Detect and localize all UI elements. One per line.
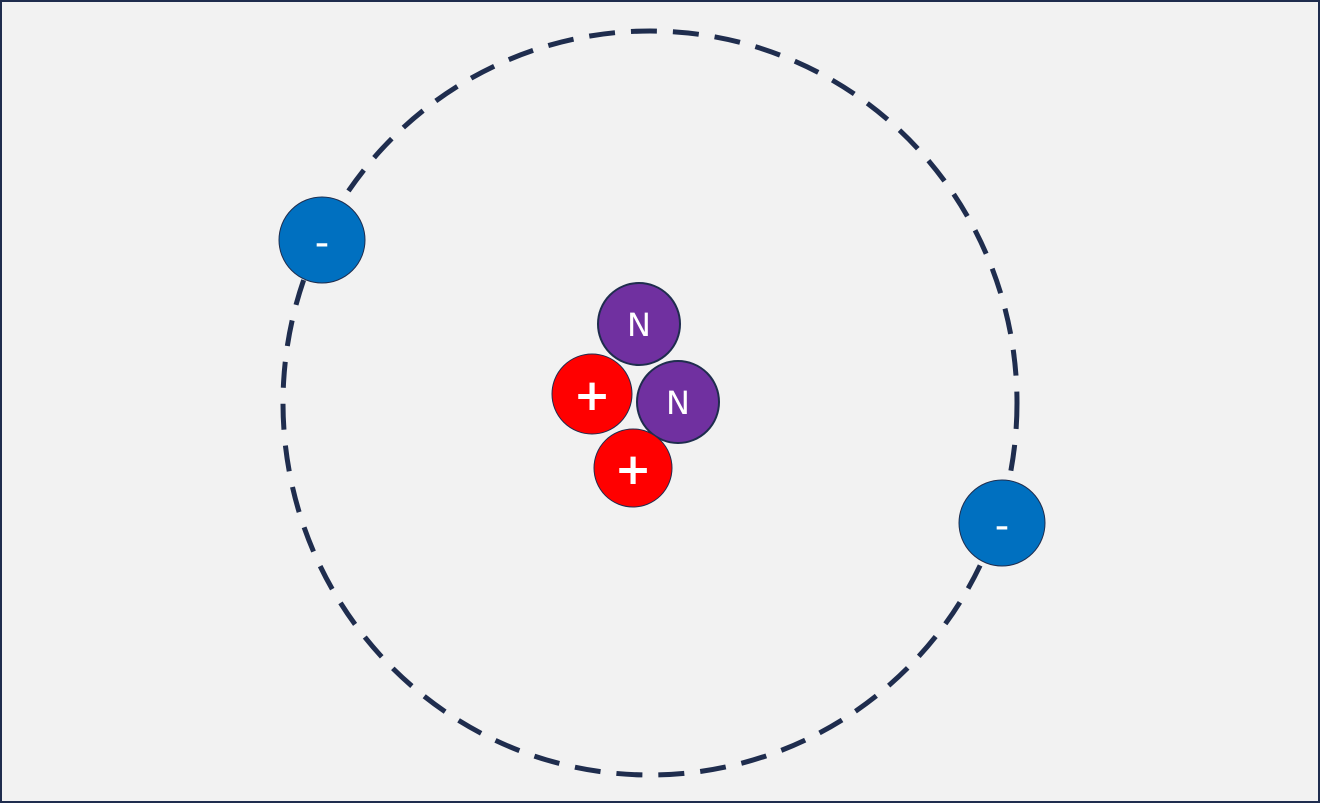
neutron-1: N [597, 282, 681, 366]
proton-2: + [593, 428, 673, 508]
neutron-2-label: N [666, 384, 690, 422]
proton-1: + [551, 353, 633, 435]
electron-1-label: - [315, 220, 329, 266]
proton-1-label: + [574, 370, 611, 421]
electron-2-label: - [995, 503, 1009, 549]
proton-2-label: + [615, 444, 652, 495]
electron-1: - [278, 196, 366, 284]
neutron-2: N [636, 360, 720, 444]
electron-orbit [280, 28, 1020, 778]
electron-2: - [958, 479, 1046, 567]
neutron-1-label: N [627, 306, 651, 344]
